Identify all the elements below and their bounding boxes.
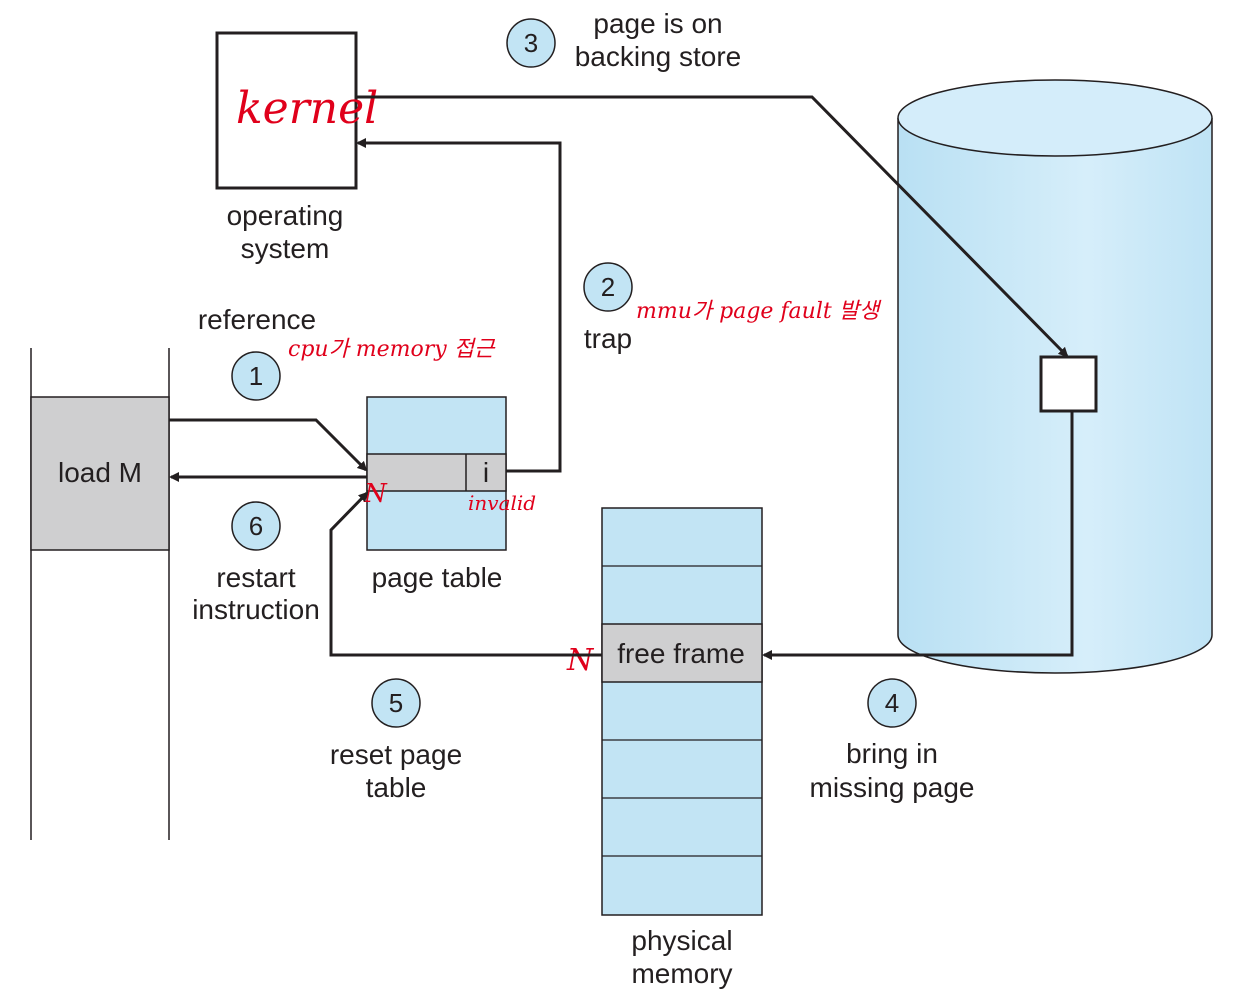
load-m-label: load M: [58, 457, 142, 488]
invalid-bit: i: [483, 457, 489, 488]
backing-store-label-line2: backing store: [575, 41, 742, 72]
step-2: 2: [583, 262, 633, 312]
backing-store-label-line1: page is on: [593, 8, 722, 39]
kernel-annotation: kernel: [236, 83, 378, 134]
os-label-line2: system: [241, 233, 330, 264]
arrow-backing-store: [356, 95, 1069, 358]
page-table-label: page table: [372, 562, 503, 593]
step-5: 5: [371, 678, 421, 728]
svg-text:3: 3: [524, 28, 538, 58]
mmu-fault-annotation: mmu가 page fault 발생: [636, 299, 882, 324]
restart-label-line1: restart: [216, 562, 296, 593]
physical-memory-label-line2: memory: [631, 958, 732, 989]
page-table: i page table invalid N: [363, 396, 536, 593]
arrow-reference: [169, 418, 368, 472]
arrow-trap: [356, 138, 562, 473]
bring-in-label-line2: missing page: [810, 772, 975, 803]
svg-text:2: 2: [601, 272, 615, 302]
cpu-access-annotation: cpu가 memory 접근: [288, 337, 496, 362]
physical-memory-label-line1: physical: [631, 925, 732, 956]
invalid-annotation: invalid: [468, 491, 536, 515]
reference-label: reference: [198, 304, 316, 335]
n-annotation-frame: N: [566, 643, 595, 678]
page-table-entry: [366, 453, 507, 492]
flow-arrows: [169, 95, 1074, 660]
svg-text:5: 5: [389, 688, 403, 718]
arrow-bring-in: [762, 411, 1074, 660]
page-on-disk: [1039, 355, 1098, 413]
load-m-instruction: [30, 396, 170, 551]
trap-label: trap: [584, 323, 632, 354]
free-frame-label: free frame: [617, 638, 745, 669]
step-4: 4: [867, 678, 917, 728]
backing-store-disk: [897, 79, 1213, 674]
physical-memory: free frame physical memory N: [566, 507, 763, 989]
os-box: [215, 31, 358, 190]
step-3: 3: [506, 18, 556, 68]
reset-label-line1: reset page: [330, 739, 462, 770]
arrow-reset-table: [329, 491, 602, 657]
step-1: 1: [231, 351, 281, 401]
step-6: 6: [231, 501, 281, 551]
restart-label-line2: instruction: [192, 594, 320, 625]
os-label-line1: operating: [227, 200, 344, 231]
process-memory: load M: [30, 348, 170, 840]
step-labels: reference trap page is on backing store …: [192, 8, 974, 803]
reset-label-line2: table: [366, 772, 427, 803]
free-frame: [601, 623, 763, 683]
step-markers: 1 2 3 4 5 6: [231, 18, 917, 728]
operating-system: operating system kernel: [215, 31, 378, 264]
svg-text:1: 1: [249, 361, 263, 391]
svg-text:6: 6: [249, 511, 263, 541]
bring-in-label-line1: bring in: [846, 738, 938, 769]
svg-text:4: 4: [885, 688, 899, 718]
